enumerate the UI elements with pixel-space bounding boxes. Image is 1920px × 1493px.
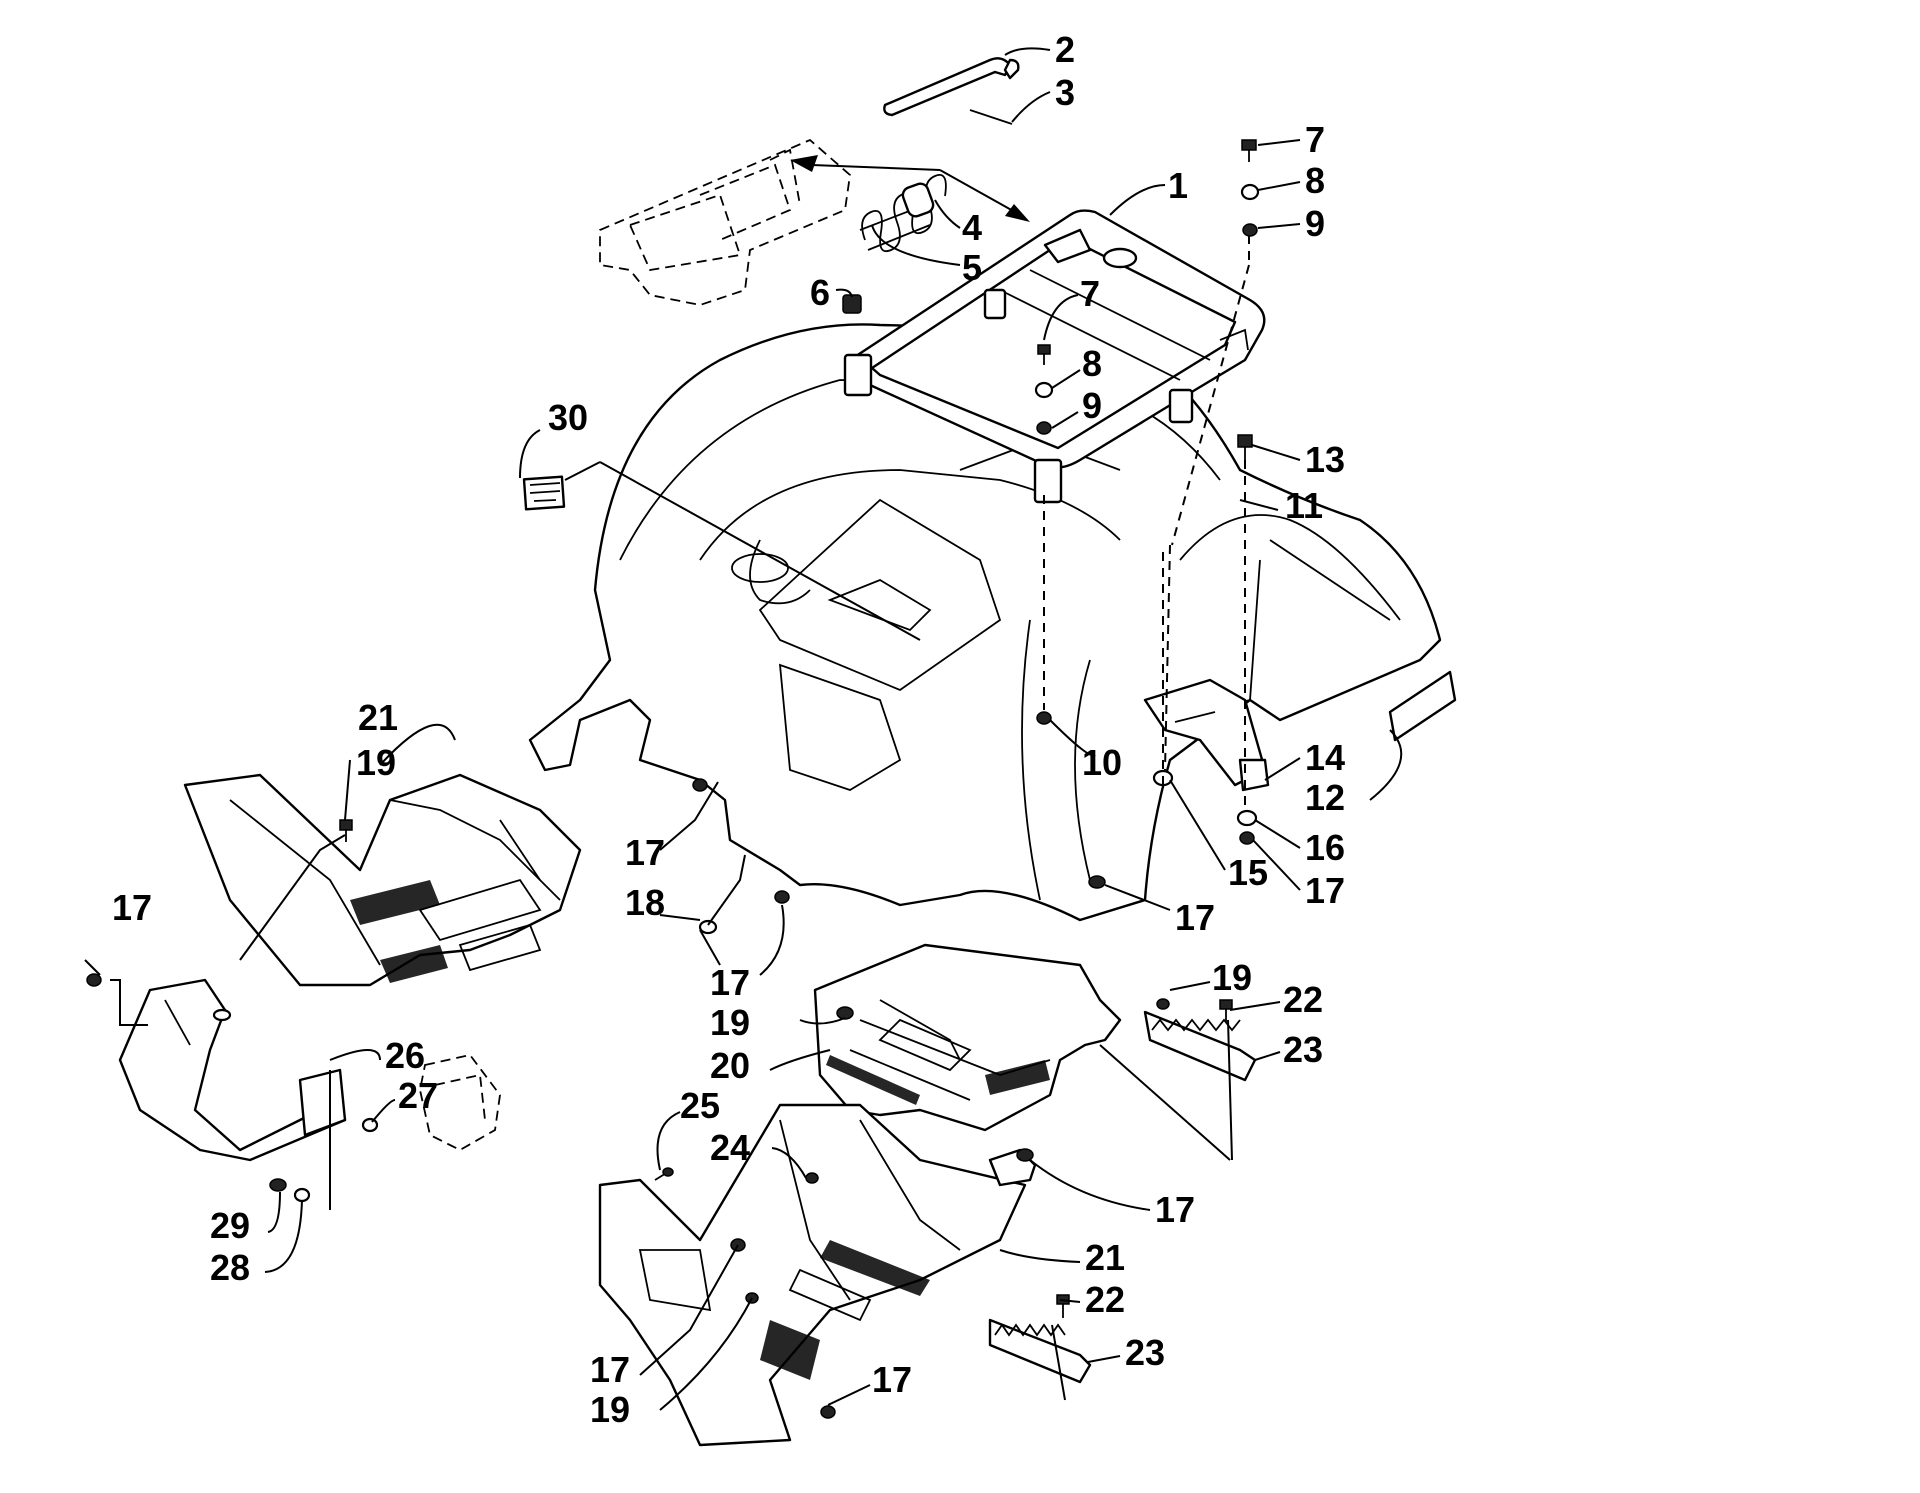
screw-icon: [339, 819, 353, 842]
alignment-lines: [1043, 235, 1250, 810]
screw-icon: [805, 1172, 819, 1184]
callout-6: 6: [810, 272, 830, 313]
nut-icon: [1088, 875, 1106, 889]
hardware: [86, 139, 1260, 1419]
nut-icon: [1016, 1148, 1034, 1162]
callout-8-center: 8: [1082, 343, 1102, 384]
callout-17-lower-left: 17: [590, 1349, 630, 1390]
right-footwell: [598, 1103, 1027, 1447]
callout-3: 3: [1055, 72, 1075, 113]
mud-flap-bracket: [1143, 678, 1270, 792]
bolt-icon: [1237, 434, 1253, 460]
screw-icon: [836, 1006, 854, 1020]
callout-14: 14: [1305, 737, 1345, 778]
left-footwell: [183, 773, 582, 987]
washer-icon: [698, 919, 718, 935]
screw-icon: [1056, 1294, 1070, 1318]
callout-21-upper: 21: [358, 697, 398, 738]
callout-9-center: 9: [1082, 385, 1102, 426]
ghost-tool-box: [599, 138, 851, 306]
washer-icon: [293, 1187, 311, 1203]
leader-lines: [84, 47, 1403, 1411]
callout-10: 10: [1082, 742, 1122, 783]
foot-peg-lower: [988, 1318, 1092, 1384]
callout-2: 2: [1055, 29, 1075, 70]
callout-30: 30: [548, 397, 588, 438]
nut-icon: [86, 973, 102, 987]
washer-icon: [361, 1117, 379, 1133]
callout-19-lower: 19: [590, 1389, 630, 1430]
callout-11: 11: [1285, 485, 1323, 526]
washer-icon: [1240, 183, 1260, 201]
callout-22-lower: 22: [1085, 1279, 1125, 1320]
callout-22-upper: 22: [1283, 979, 1323, 1020]
latch-rod: [883, 57, 1020, 117]
foot-peg-upper: [1143, 1010, 1257, 1082]
callout-23-upper: 23: [1283, 1029, 1323, 1070]
callout-18: 18: [625, 882, 665, 923]
callout-7: 7: [1305, 119, 1325, 160]
side-decal: [1388, 670, 1457, 742]
callout-17-under-fender: 17: [1175, 897, 1215, 938]
callout-15: 15: [1228, 852, 1268, 893]
callout-26: 26: [385, 1035, 425, 1076]
callout-7-center: 7: [1080, 273, 1100, 314]
washer-icon: [1034, 381, 1054, 399]
callout-28: 28: [210, 1247, 250, 1288]
assembly-arrow: [790, 155, 1030, 222]
callout-12: 12: [1305, 777, 1345, 818]
bolt-icon: [1037, 344, 1051, 365]
callout-20: 20: [710, 1045, 750, 1086]
callout-25: 25: [680, 1085, 720, 1126]
callout-5: 5: [962, 247, 982, 288]
callout-17-far-left: 17: [112, 887, 152, 928]
push-nut-icon: [842, 294, 862, 314]
callout-17-mid: 17: [710, 962, 750, 1003]
callout-8: 8: [1305, 160, 1325, 201]
callout-16: 16: [1305, 827, 1345, 868]
callout-1: 1: [1168, 165, 1188, 206]
callouts: 2 3 1 4 5 6 7 8 9 7 8 9 30 13 11 21 19 1…: [112, 29, 1345, 1430]
right-footrest: [813, 943, 1122, 1132]
screw-icon: [1219, 999, 1233, 1022]
callout-9: 9: [1305, 203, 1325, 244]
nut-icon: [820, 1405, 836, 1419]
callout-4: 4: [962, 207, 982, 248]
callout-23-lower: 23: [1125, 1332, 1165, 1373]
callout-17-lower-right: 17: [1155, 1189, 1195, 1230]
callout-17-right: 17: [1305, 870, 1345, 911]
left-mud-guard: [118, 978, 347, 1162]
nut-icon: [1239, 831, 1255, 845]
screw-icon: [654, 1167, 674, 1181]
washer-icon: [1236, 809, 1258, 827]
callout-17-left-fender: 17: [625, 832, 665, 873]
nut-icon: [1036, 421, 1052, 435]
callout-13: 13: [1305, 439, 1345, 480]
bolt-icon: [269, 1178, 287, 1192]
nut-icon: [692, 778, 708, 792]
nut-icon: [1242, 223, 1258, 237]
bolt-icon: [1241, 139, 1257, 162]
warning-decal: [522, 475, 566, 511]
callout-27: 27: [398, 1075, 438, 1116]
rear-rack: [843, 209, 1266, 504]
callout-24: 24: [710, 1127, 750, 1168]
ghost-frame-bracket: [419, 1053, 501, 1152]
callout-21-lower: 21: [1085, 1237, 1125, 1278]
latch-spring: [859, 174, 947, 253]
callout-19-right: 19: [1212, 957, 1252, 998]
rear-fender-body: [528, 323, 1442, 922]
callout-17-bottom: 17: [872, 1359, 912, 1400]
nut-icon: [774, 890, 790, 904]
callout-19-upper: 19: [356, 742, 396, 783]
screw-icon: [1156, 998, 1170, 1010]
callout-29: 29: [210, 1205, 250, 1246]
latch-pin: [969, 109, 1013, 125]
callout-19-mid: 19: [710, 1002, 750, 1043]
nut-icon: [1036, 711, 1052, 725]
latch-bushing: [901, 182, 935, 218]
